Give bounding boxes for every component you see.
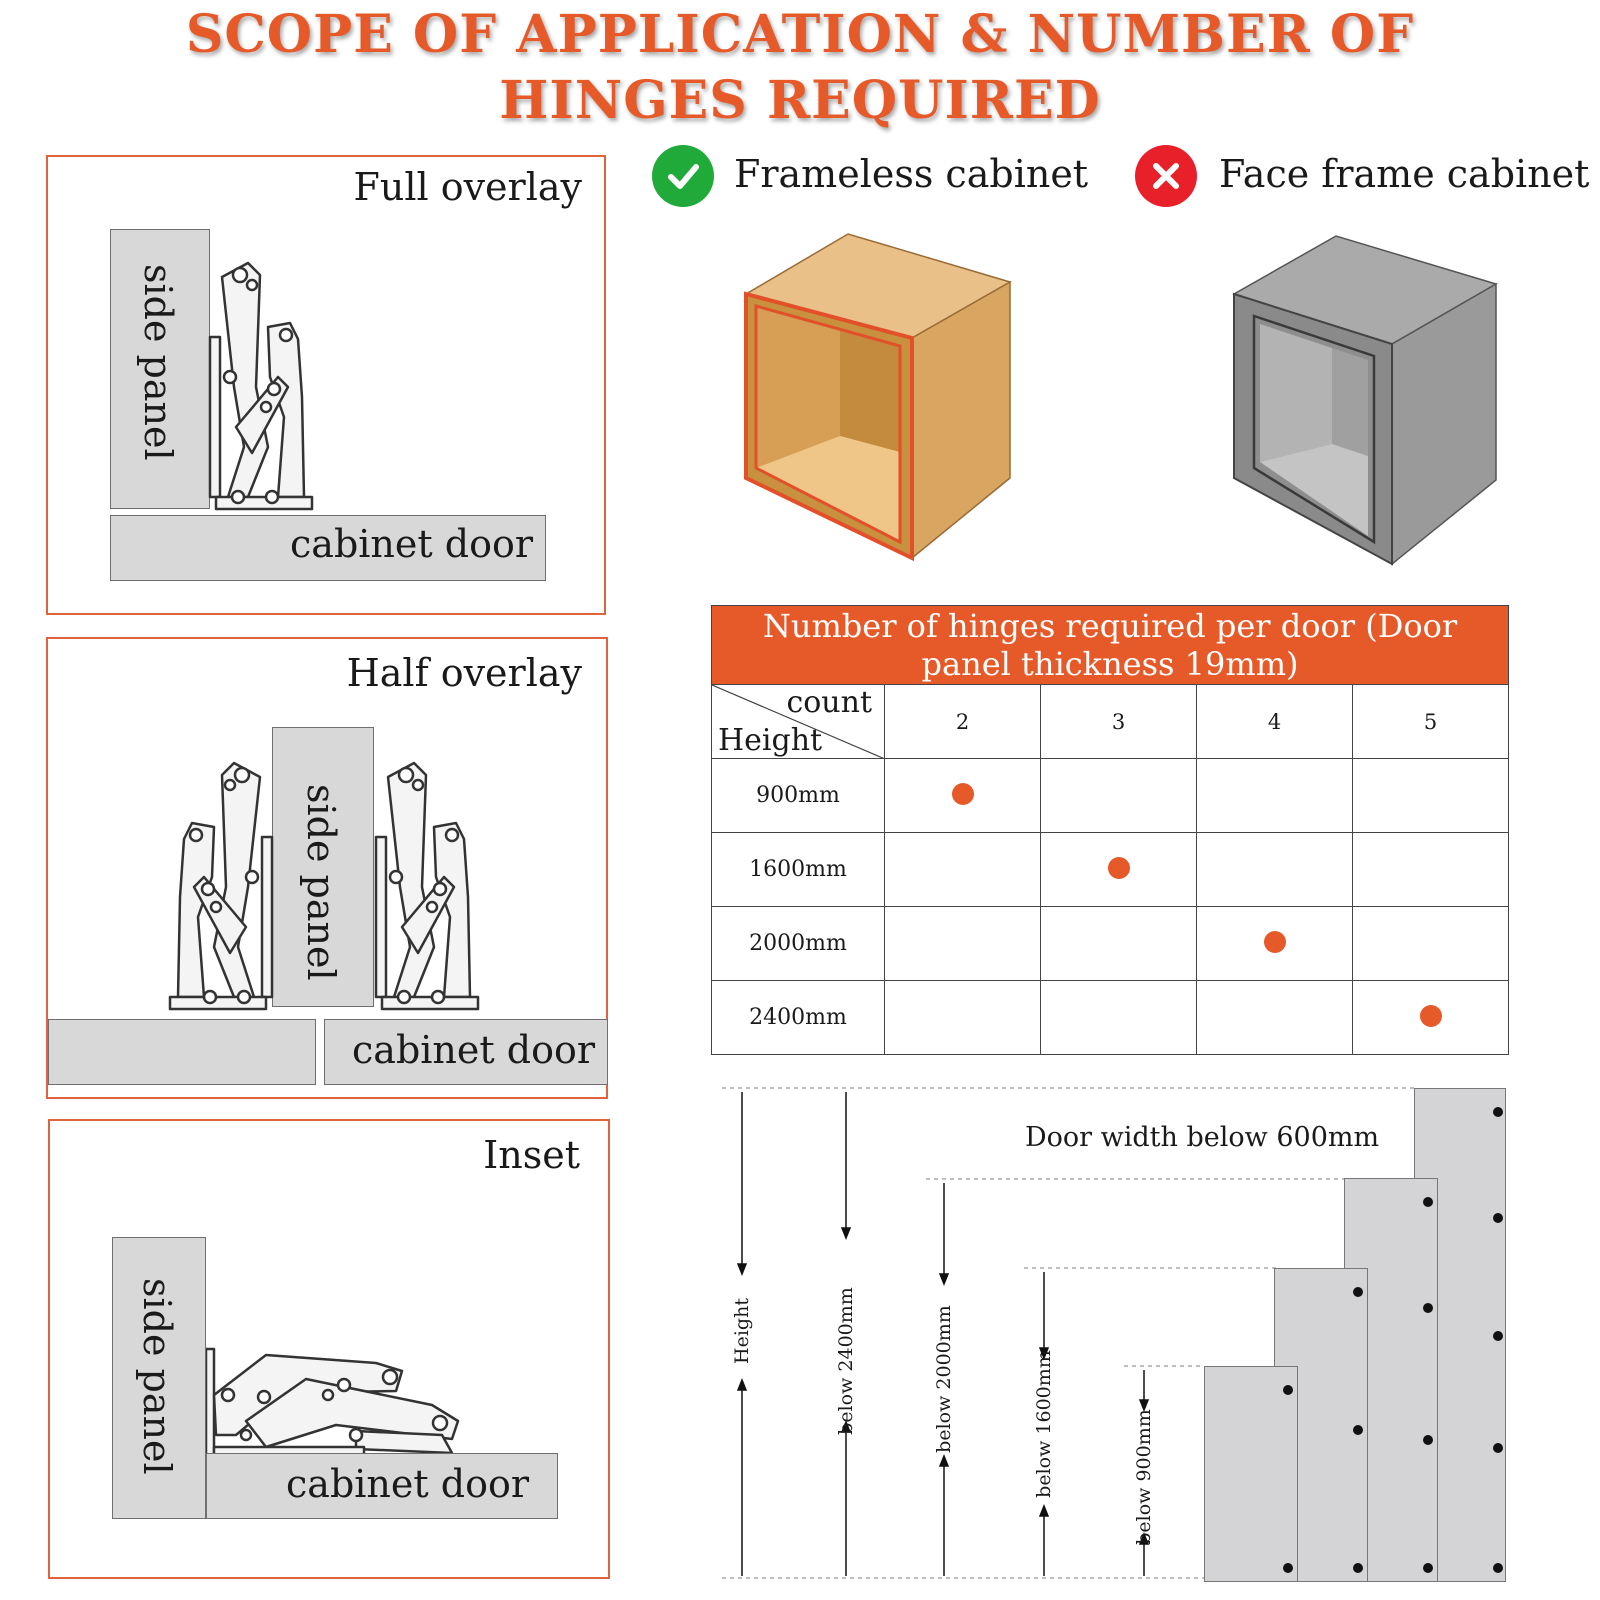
check-icon <box>668 164 699 189</box>
hinge-icon <box>206 1347 460 1459</box>
cabinet-door-block: cabinet door <box>110 515 546 581</box>
level-label-2000: below 2000mm <box>933 1305 955 1453</box>
side-panel-label: side panel <box>135 1278 179 1475</box>
title-line-2: HINGES REQUIRED <box>499 70 1101 131</box>
title-line-1: SCOPE OF APPLICATION & NUMBER OF <box>185 4 1415 65</box>
table-cell <box>1351 758 1510 833</box>
hinge-dot <box>1353 1563 1363 1573</box>
row-height-label: 900mm <box>711 758 885 833</box>
cabinet-door-label: cabinet door <box>286 1462 529 1506</box>
page-title: SCOPE OF APPLICATION & NUMBER OF HINGES … <box>0 2 1600 134</box>
table-cell <box>1351 980 1510 1055</box>
row-height-label: 1600mm <box>711 832 885 907</box>
side-panel-block: side panel <box>272 727 374 1007</box>
hinge-dot <box>1353 1287 1363 1297</box>
hinge-count-table: Number of hinges required per door (Door… <box>710 605 1510 1055</box>
table-cell <box>1040 758 1197 833</box>
hinge-count-marker <box>951 782 974 805</box>
hinge-dot <box>1493 1443 1503 1453</box>
face-frame-cabinet-label: Face frame cabinet <box>1219 152 1590 196</box>
hinge-dot <box>1423 1435 1433 1445</box>
count-header-2: 2 <box>884 684 1041 759</box>
full-overlay-panel: Full overlay side panel cabinet door <box>46 155 606 615</box>
frameless-cabinet-illustration <box>744 233 1012 562</box>
hinge-dot <box>1353 1425 1363 1435</box>
hinge-dot <box>1423 1303 1433 1313</box>
hinge-dot <box>1493 1331 1503 1341</box>
cabinet-door-block: cabinet door <box>206 1453 558 1519</box>
hinge-dot <box>1283 1563 1293 1573</box>
table-cell <box>884 758 1041 833</box>
table-corner-cell: count Height <box>711 684 885 759</box>
side-panel-block: side panel <box>110 229 210 509</box>
hinge-dot <box>1423 1563 1433 1573</box>
hinge-icon <box>208 261 314 511</box>
face-frame-status-badge <box>1135 145 1197 207</box>
hinge-dot <box>1283 1385 1293 1395</box>
frameless-status-badge <box>652 145 714 207</box>
corner-diagonal <box>712 685 885 759</box>
table-header: Number of hinges required per door (Door… <box>710 605 1510 685</box>
hinge-count-marker <box>1419 1004 1442 1027</box>
row-height-label: 2000mm <box>711 906 885 981</box>
table-row: 1600mm <box>711 832 1510 907</box>
face-frame-cabinet-illustration <box>1232 235 1498 566</box>
table-cell <box>1196 906 1353 981</box>
cabinet-door-label: cabinet door <box>290 522 533 566</box>
hinge-count-marker <box>1107 856 1130 879</box>
inset-panel: Inset side panel cabinet door <box>48 1119 610 1579</box>
table-cell <box>884 906 1041 981</box>
row-height-label: 2400mm <box>711 980 885 1055</box>
panel-title-half-overlay: Half overlay <box>346 651 582 695</box>
panel-title-full-overlay: Full overlay <box>353 165 582 209</box>
hinge-dot <box>1423 1197 1433 1207</box>
panel-title-inset: Inset <box>483 1133 580 1177</box>
level-label-1600: below 1600mm <box>1033 1350 1055 1498</box>
door-900mm <box>1204 1366 1298 1582</box>
left-door-block <box>48 1019 316 1085</box>
table-cell <box>884 980 1041 1055</box>
side-panel-label: side panel <box>136 264 180 461</box>
side-panel-label: side panel <box>299 784 343 981</box>
height-guide-lines <box>722 1087 1506 1579</box>
count-header-5: 5 <box>1351 684 1510 759</box>
corner-count-label: count <box>786 685 872 720</box>
door-width-note: Door width below 600mm <box>1025 1122 1380 1153</box>
side-panel-block: side panel <box>112 1237 206 1519</box>
hinge-dot <box>1493 1563 1503 1573</box>
table-row: 2400mm <box>711 980 1510 1055</box>
table-cell <box>1040 832 1197 907</box>
count-header-4: 4 <box>1196 684 1353 759</box>
table-cell <box>1196 758 1353 833</box>
table-cell <box>1040 906 1197 981</box>
corner-height-label: Height <box>718 723 823 758</box>
height-axis-label: Height <box>731 1298 753 1364</box>
table-cell <box>1351 832 1510 907</box>
cross-icon <box>1153 163 1179 189</box>
table-cell <box>1196 832 1353 907</box>
cabinet-door-label: cabinet door <box>352 1028 595 1072</box>
table-cell <box>1351 906 1510 981</box>
level-label-900: below 900mm <box>1133 1409 1155 1545</box>
hinge-right-icon <box>374 761 480 1011</box>
hinge-count-marker <box>1263 930 1286 953</box>
frameless-cabinet-label: Frameless cabinet <box>734 152 1089 196</box>
count-header-3: 3 <box>1040 684 1197 759</box>
hinge-dot <box>1493 1107 1503 1117</box>
half-overlay-panel: Half overlay side panel <box>46 637 608 1099</box>
level-label-2400: below 2400mm <box>835 1287 857 1435</box>
table-cell <box>1196 980 1353 1055</box>
hinge-left-icon <box>168 761 274 1011</box>
table-row: 900mm <box>711 758 1510 833</box>
table-cell <box>884 832 1041 907</box>
table-cell <box>1040 980 1197 1055</box>
cabinet-door-block: cabinet door <box>324 1019 608 1085</box>
table-row: 2000mm <box>711 906 1510 981</box>
hinge-dot <box>1493 1213 1503 1223</box>
